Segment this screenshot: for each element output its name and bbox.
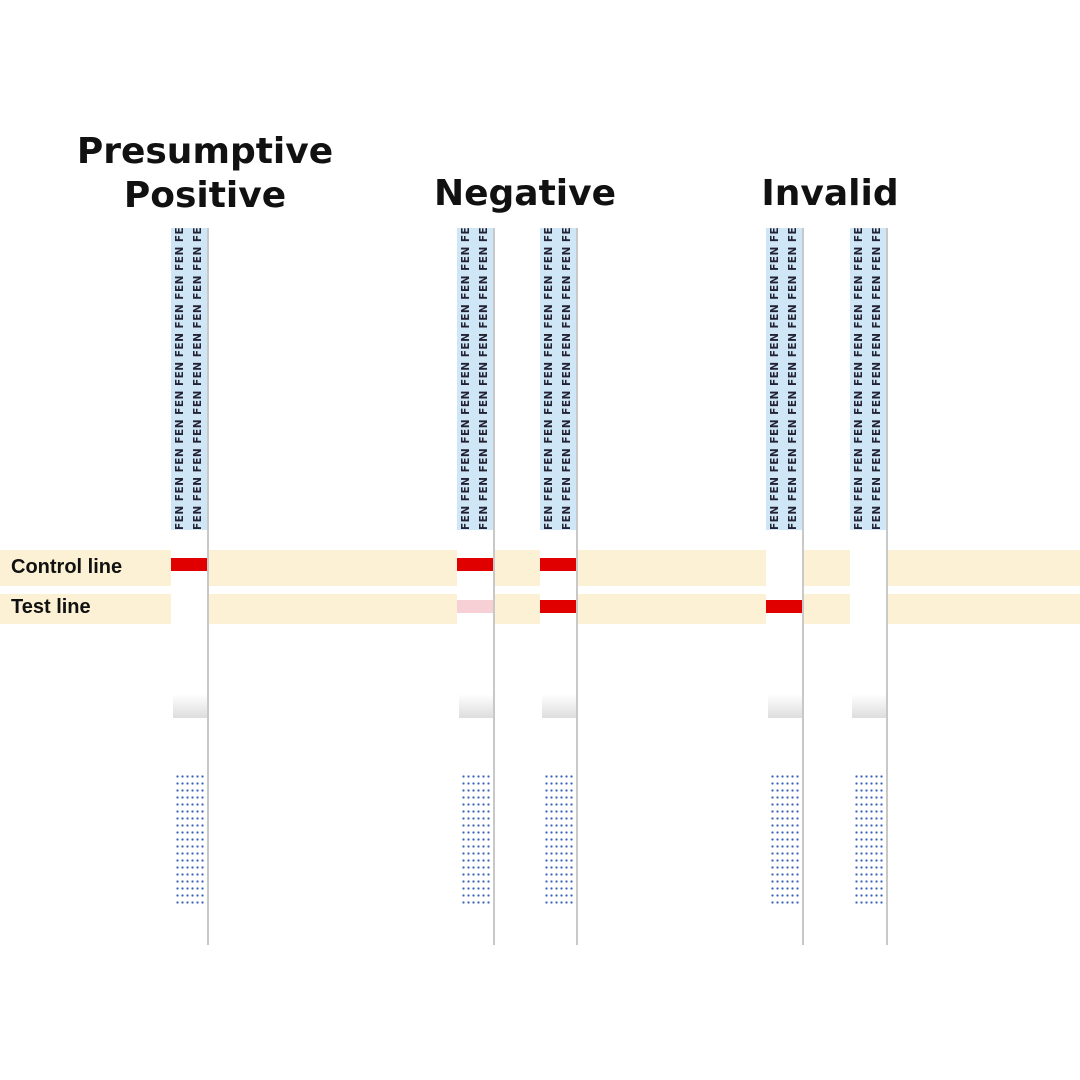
control-line-mark (540, 558, 576, 571)
test-strip-invalid: FEN FEN FEN FEN FEN FEN FEN FEN FEN FEN … (850, 228, 888, 945)
control-line-mark (457, 558, 493, 571)
test-line-mark (540, 600, 576, 613)
strip-label-area: FEN FEN FEN FEN FEN FEN FEN FEN FEN FEN … (850, 228, 886, 530)
strip-label-area: FEN FEN FEN FEN FEN FEN FEN FEN FEN FEN … (766, 228, 802, 530)
sample-pad (544, 773, 574, 908)
control-line-mark (171, 558, 207, 571)
sample-pad (770, 773, 800, 908)
strip-divider (768, 694, 802, 718)
strip-text: FEN FEN FEN FEN FEN FEN FEN FEN FEN FEN … (174, 228, 186, 530)
sample-pad (854, 773, 884, 908)
strip-text: FEN FEN FEN FEN FEN FEN FEN FEN FEN FEN … (561, 228, 573, 530)
strip-label-area: FEN FEN FEN FEN FEN FEN FEN FEN FEN FEN … (171, 228, 207, 530)
sample-pad (461, 773, 491, 908)
test-line-mark (766, 600, 802, 613)
strip-label-area: FEN FEN FEN FEN FEN FEN FEN FEN FEN FEN … (540, 228, 576, 530)
strip-label-area: FEN FEN FEN FEN FEN FEN FEN FEN FEN FEN … (457, 228, 493, 530)
strip-text: FEN FEN FEN FEN FEN FEN FEN FEN FEN FEN … (460, 228, 472, 530)
strip-divider (852, 694, 886, 718)
strip-text: FEN FEN FEN FEN FEN FEN FEN FEN FEN FEN … (871, 228, 883, 530)
sample-pad (175, 773, 205, 908)
strip-text: FEN FEN FEN FEN FEN FEN FEN FEN FEN FEN … (192, 228, 204, 530)
strip-text: FEN FEN FEN FEN FEN FEN FEN FEN FEN FEN … (478, 228, 490, 530)
strip-divider (173, 694, 207, 718)
strip-text: FEN FEN FEN FEN FEN FEN FEN FEN FEN FEN … (787, 228, 799, 530)
test-strip-negative: FEN FEN FEN FEN FEN FEN FEN FEN FEN FEN … (540, 228, 578, 945)
heading-negative: Negative (433, 173, 617, 214)
strip-text: FEN FEN FEN FEN FEN FEN FEN FEN FEN FEN … (543, 228, 555, 530)
test-strip-invalid: FEN FEN FEN FEN FEN FEN FEN FEN FEN FEN … (766, 228, 804, 945)
test-line-label: Test line (11, 596, 91, 618)
heading-presumptive-positive: Presumptive Positive (76, 131, 334, 216)
control-line-label: Control line (11, 556, 123, 578)
strip-text: FEN FEN FEN FEN FEN FEN FEN FEN FEN FEN … (853, 228, 865, 530)
test-line-mark (457, 600, 493, 613)
test-strip-negative: FEN FEN FEN FEN FEN FEN FEN FEN FEN FEN … (457, 228, 495, 945)
test-strip-presumptive-positive: FEN FEN FEN FEN FEN FEN FEN FEN FEN FEN … (171, 228, 209, 945)
strip-divider (542, 694, 576, 718)
strip-text: FEN FEN FEN FEN FEN FEN FEN FEN FEN FEN … (769, 228, 781, 530)
strip-divider (459, 694, 493, 718)
heading-invalid: Invalid (761, 173, 899, 214)
